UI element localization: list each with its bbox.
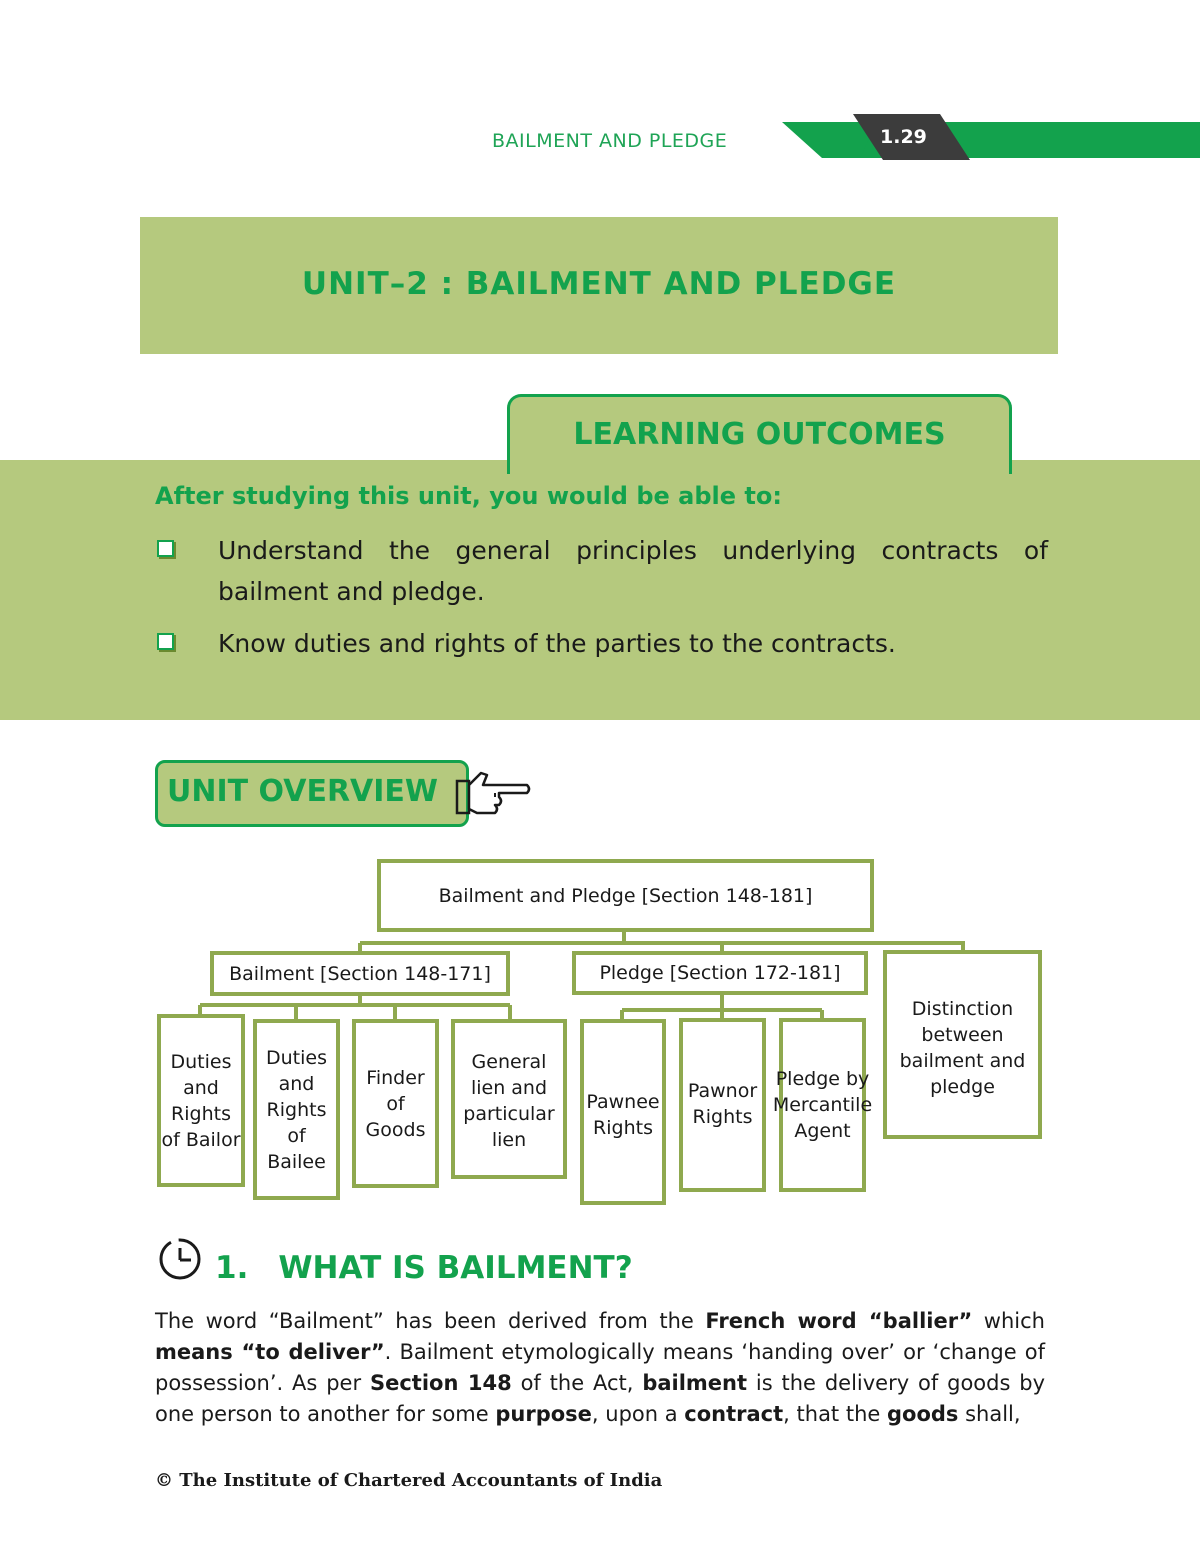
pawnee-rights-node: Pawnee Rights <box>580 1019 666 1205</box>
learning-outcomes-tab <box>507 394 1012 474</box>
bailor-duties-node: Duties and Rights of Bailor <box>157 1014 245 1187</box>
clock-icon <box>159 1238 201 1280</box>
page-number: 1.29 <box>880 126 927 148</box>
section-title: WHAT IS BAILMENT? <box>278 1250 633 1286</box>
bailment-node: Bailment [Section 148-171] <box>210 951 510 996</box>
unit-overview-box <box>155 760 469 827</box>
bold-term: purpose <box>495 1402 592 1426</box>
text-run: shall, <box>958 1402 1021 1426</box>
copyright-footer: © The Institute of Chartered Accountants… <box>155 1470 663 1491</box>
section-heading: 1. WHAT IS BAILMENT? <box>215 1250 633 1286</box>
distinction-node: Distinction between bailment and pledge <box>883 950 1042 1139</box>
bold-term: goods <box>886 1402 959 1426</box>
pointing-hand-icon <box>455 771 531 815</box>
checkbox-bullet-icon <box>157 633 174 650</box>
text-run: , that the <box>783 1402 887 1426</box>
section-paragraph: The word “Bailment” has been derived fro… <box>155 1306 1045 1430</box>
learning-outcomes-panel <box>0 460 1200 720</box>
bailee-duties-node: Duties and Rights of Bailee <box>253 1019 340 1200</box>
text-run: , upon a <box>591 1402 685 1426</box>
learning-outcome-item: Understand the general principles underl… <box>218 536 1048 606</box>
lien-node: General lien and particular lien <box>451 1019 567 1179</box>
text-run: of the Act, <box>511 1371 643 1395</box>
finder-of-goods-node: Finder of Goods <box>352 1019 439 1188</box>
diagram-root-node: Bailment and Pledge [Section 148-181] <box>377 859 874 932</box>
unit-title: UNIT–2 : BAILMENT AND PLEDGE <box>301 266 897 302</box>
running-title: BAILMENT AND PLEDGE <box>492 130 728 152</box>
section-number: 1. <box>215 1250 249 1286</box>
text-run: . Bailment etymologically means ‘handing… <box>155 1340 1045 1395</box>
bold-term: Section 148 <box>369 1371 512 1395</box>
text-run: is the delivery of goods by one person t… <box>155 1371 1046 1426</box>
bold-term: means “to deliver” <box>155 1340 385 1364</box>
text-run: which <box>972 1309 1045 1333</box>
text-run: The word “Bailment” has been derived fro… <box>155 1309 706 1333</box>
pawnor-rights-node: Pawnor Rights <box>679 1018 766 1192</box>
learning-outcome-item: Know duties and rights of the parties to… <box>218 629 896 658</box>
checkbox-bullet-icon <box>157 540 174 557</box>
unit-overview-label: UNIT OVERVIEW <box>167 774 439 809</box>
unit-title-band <box>140 217 1058 354</box>
learning-outcomes-label: LEARNING OUTCOMES <box>573 417 946 452</box>
mercantile-agent-node: Pledge by Mercantile Agent <box>773 1018 872 1192</box>
bold-term: bailment <box>642 1371 748 1395</box>
pledge-node: Pledge [Section 172-181] <box>572 951 868 995</box>
bold-term: contract <box>684 1402 784 1426</box>
learning-outcomes-intro: After studying this unit, you would be a… <box>155 482 782 510</box>
bold-term: French word “ballier” <box>705 1309 973 1333</box>
